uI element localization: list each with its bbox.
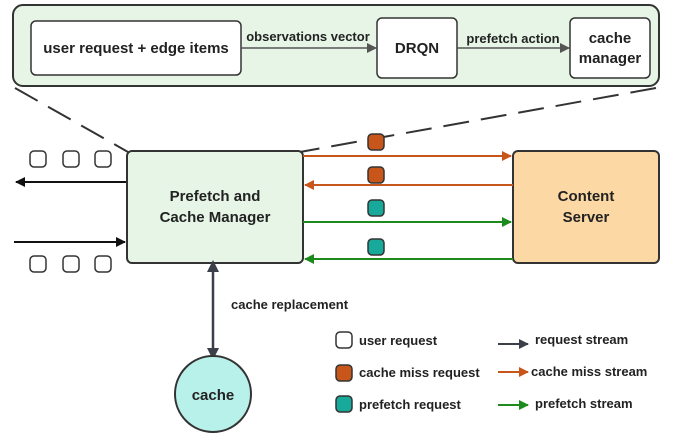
prefetch-request-node bbox=[367, 199, 385, 217]
zoom-line-left bbox=[14, 87, 129, 153]
prefetch-action-label: prefetch action bbox=[466, 31, 559, 46]
prefetch-cache-manager-label-line1: Prefetch and bbox=[170, 188, 261, 205]
legend-prefetch-stream-label: prefetch stream bbox=[535, 396, 633, 411]
prefetch-request-node bbox=[367, 238, 385, 256]
cache-miss-request-node bbox=[367, 166, 385, 184]
legend-request-stream-label: request stream bbox=[535, 332, 628, 347]
drqn-label: DRQN bbox=[395, 40, 439, 57]
prefetch-cache-manager-box bbox=[126, 150, 304, 264]
legend: user request cache miss request prefetch… bbox=[335, 331, 647, 413]
user-request-node bbox=[29, 150, 47, 168]
user-request-node bbox=[29, 255, 47, 273]
content-server-box bbox=[512, 150, 660, 264]
cache-miss-request-node bbox=[367, 133, 385, 151]
legend-user-request-label: user request bbox=[359, 333, 438, 348]
cache-manager-box bbox=[569, 17, 651, 79]
prefetch-cache-manager-label-line2: Cache Manager bbox=[160, 209, 271, 226]
legend-cache-miss-request-swatch bbox=[335, 364, 353, 382]
observations-label: observations vector bbox=[246, 29, 370, 44]
legend-user-request-swatch bbox=[335, 331, 353, 349]
content-server-label-line1: Content bbox=[558, 188, 615, 205]
legend-cache-miss-stream-label: cache miss stream bbox=[531, 364, 647, 379]
content-server-label-line2: Server bbox=[563, 209, 610, 226]
user-request-node bbox=[94, 150, 112, 168]
legend-prefetch-request-swatch bbox=[335, 395, 353, 413]
cache-replacement-label: cache replacement bbox=[231, 297, 349, 312]
legend-cache-miss-request-label: cache miss request bbox=[359, 365, 480, 380]
cache-label: cache bbox=[192, 387, 235, 404]
zoom-line-right bbox=[299, 87, 657, 153]
cache-manager-label-line1: cache bbox=[589, 30, 632, 47]
cache-manager-label-line2: manager bbox=[579, 50, 642, 67]
user-request-node bbox=[94, 255, 112, 273]
user-request-box-label: user request + edge items bbox=[43, 40, 229, 57]
legend-prefetch-request-label: prefetch request bbox=[359, 397, 462, 412]
cache-node bbox=[174, 355, 252, 433]
user-request-node bbox=[62, 150, 80, 168]
user-request-node bbox=[62, 255, 80, 273]
